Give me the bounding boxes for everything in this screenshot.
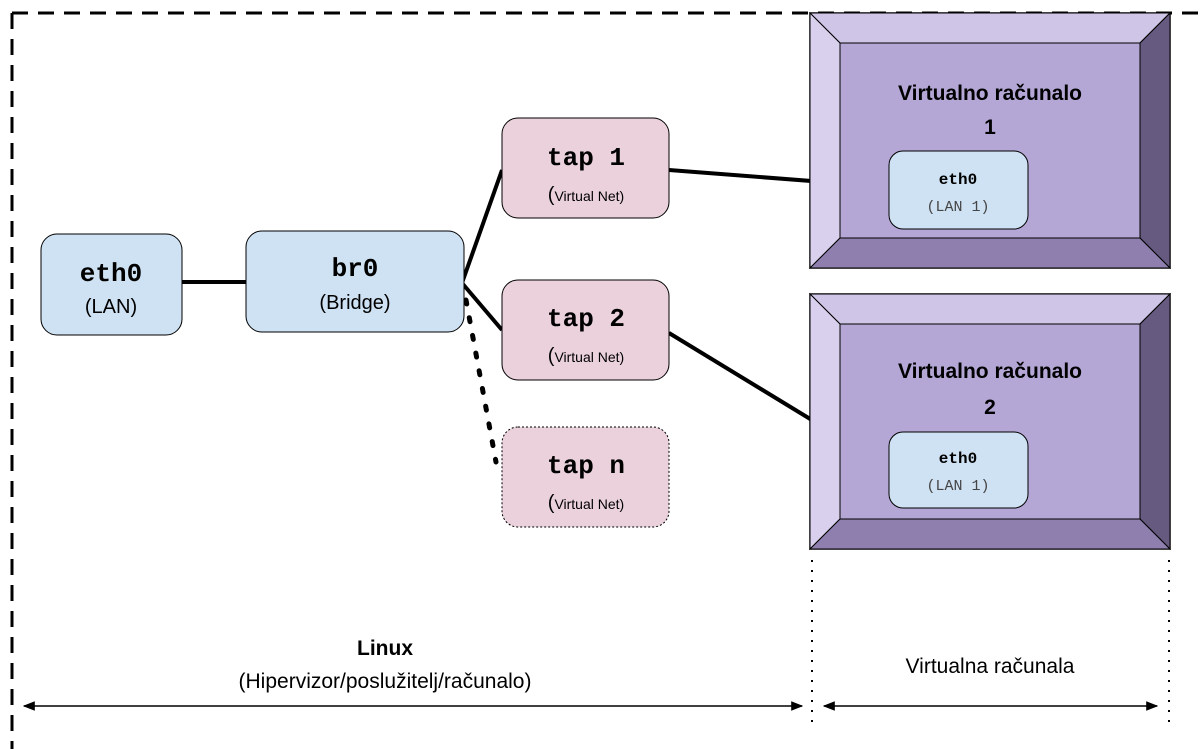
bridge-br0-name: br0 — [332, 254, 379, 284]
vm1-box: Virtualno računalo 1 eth0 (LAN 1) — [808, 11, 1172, 270]
vm1-nic-name: eth0 — [939, 171, 977, 189]
link-br0-tapn — [463, 297, 499, 465]
vm1-nic-sub: (LAN 1) — [926, 199, 989, 216]
vm2-title-line2: 2 — [984, 396, 996, 419]
tap2-sub: (Virtual Net) — [548, 345, 624, 367]
tapn-name: tap n — [547, 451, 625, 481]
link-br0-tap2 — [460, 281, 504, 332]
vms-label: Virtualna računala — [906, 655, 1075, 678]
tapn-sub-text: Virtual Net) — [554, 496, 624, 512]
tap2-node: tap 2 (Virtual Net) — [501, 279, 670, 381]
tap1-sub-paren: ( — [548, 184, 555, 206]
tap2-name: tap 2 — [547, 304, 625, 334]
host-eth0-name: eth0 — [80, 259, 142, 289]
tap1-sub: (Virtual Net) — [548, 184, 624, 206]
tap1-sub-text: Virtual Net) — [554, 188, 624, 204]
tap1-node: tap 1 (Virtual Net) — [501, 117, 670, 219]
tapn-sub: (Virtual Net) — [548, 492, 624, 514]
linux-title: Linux — [357, 637, 413, 660]
vm1-title-line1: Virtualno računalo — [898, 82, 1082, 105]
vm1-title-line2: 1 — [984, 116, 996, 139]
vm2-title-line1: Virtualno računalo — [898, 360, 1082, 383]
vm2-nic-sub: (LAN 1) — [926, 478, 989, 495]
tap2-sub-paren: ( — [548, 345, 555, 367]
tap1-name: tap 1 — [547, 143, 625, 173]
tap2-sub-text: Virtual Net) — [554, 349, 624, 365]
vm2-box: Virtualno računalo 2 eth0 (LAN 1) — [808, 292, 1172, 551]
link-br0-tap1 — [460, 169, 504, 284]
bridge-br0-sub: (Bridge) — [319, 292, 390, 314]
vm2-nic-name: eth0 — [939, 450, 977, 468]
host-eth0-sub: (LAN) — [85, 296, 137, 318]
linux-subtitle: (Hipervizor/poslužitelj/računalo) — [239, 670, 532, 693]
tapn-node: tap n (Virtual Net) — [501, 426, 670, 528]
bridge-br0-node: br0 (Bridge) — [245, 230, 465, 333]
host-eth0-node: eth0 (LAN) — [40, 233, 183, 336]
tapn-sub-paren: ( — [548, 492, 555, 514]
